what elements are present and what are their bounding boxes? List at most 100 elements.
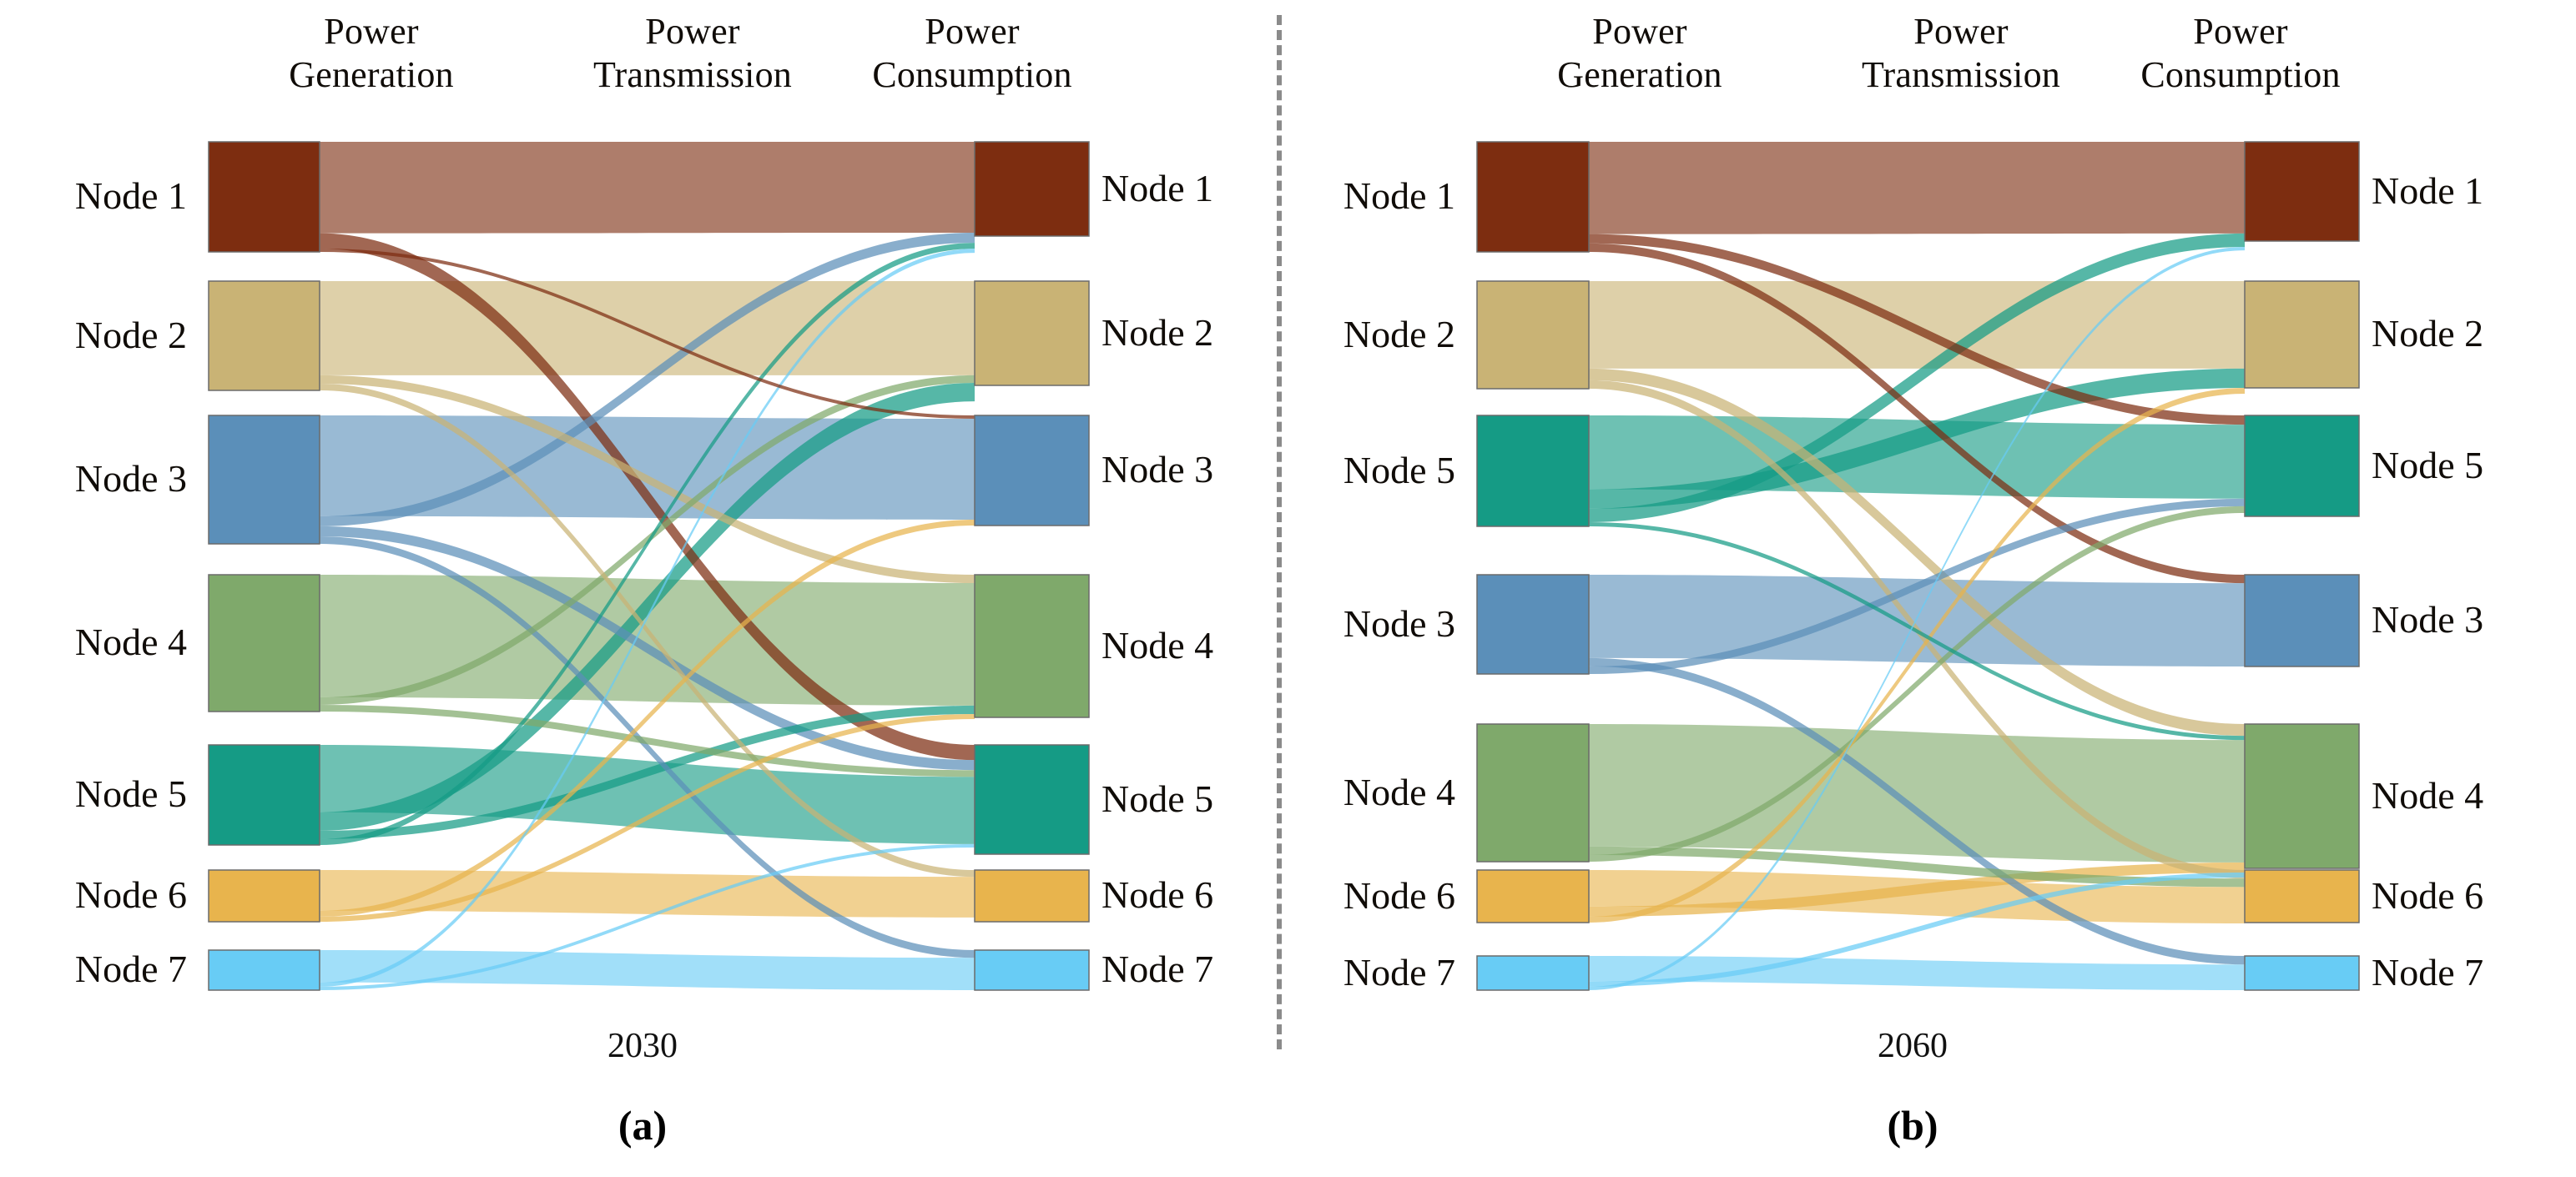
right-node-label-node1: Node 1 [1101,166,1214,209]
sankey-svg-a [208,141,1090,991]
sankey-svg-b [1476,141,2360,991]
sankey-link-node5-to-node4 [1589,521,2245,741]
target-node-rect-node6[interactable] [974,869,1090,923]
source-node-rect-node5[interactable] [208,744,320,846]
target-node-rect-node5[interactable] [2244,415,2360,517]
column-header-line2: Generation [1557,54,1722,95]
right-node-label-node7: Node 7 [1101,948,1214,990]
left-node-label-node5: Node 5 [74,772,187,815]
column-header-line2: Transmission [593,54,792,95]
source-node-rect-node7[interactable] [1476,955,1590,991]
sankey-link-node1-to-node5 [1589,234,2245,425]
source-node-rect-node5[interactable] [1476,415,1590,527]
source-node-rect-node3[interactable] [1476,574,1590,675]
column-header-line1: Power [645,11,740,52]
sankey-link-node3-to-node1 [320,232,975,526]
left-node-label-node4: Node 4 [74,621,187,663]
sankey-link-node6-to-node6 [1589,870,2245,924]
panel-caption-b: (b) [1887,1102,1938,1149]
sankey-link-node3-to-node5 [1589,498,2245,674]
source-node-rect-node1[interactable] [1476,141,1590,253]
left-node-label-node2: Node 2 [1343,312,1455,355]
sankey-link-node5-to-node2 [320,382,975,831]
sankey-link-node1-to-node1 [1589,142,2245,234]
source-node-rect-node3[interactable] [208,415,320,545]
sankey-link-node7-to-node7 [320,950,975,990]
right-node-label-node5: Node 5 [2372,443,2484,486]
left-node-label-node2: Node 2 [74,313,187,356]
sankey-link-node4-to-node2 [320,375,975,705]
panel-year-a: 2030 [607,1027,678,1065]
sankey-link-node3-to-node7 [1589,657,2245,965]
panel-year-b: 2060 [1878,1027,1948,1065]
sankey-link-node4-to-node4 [320,575,975,706]
sankey-link-node5-to-node4 [320,705,975,839]
source-node-rect-node6[interactable] [208,869,320,923]
sankey-link-node2-to-node4 [1589,368,2245,737]
target-node-rect-node3[interactable] [2244,574,2360,667]
right-node-label-node6: Node 6 [2372,873,2484,917]
target-node-rect-node2[interactable] [2244,280,2360,389]
target-node-rect-node7[interactable] [2244,955,2360,991]
source-node-rect-node7[interactable] [208,949,320,991]
sankey-link-node6-to-node6 [320,870,975,918]
column-header-line2: Generation [289,54,454,95]
target-node-rect-node7[interactable] [974,949,1090,991]
target-node-rect-node2[interactable] [974,280,1090,386]
source-node-rect-node2[interactable] [1476,280,1590,390]
target-node-rect-node4[interactable] [2244,723,2360,869]
sankey-link-node4-to-node6 [1589,846,2245,888]
column-header-line2: Consumption [872,54,1072,95]
sankey-link-node1-to-node3 [320,248,975,420]
left-node-label-node6: Node 6 [74,873,187,916]
target-node-rect-node1[interactable] [2244,141,2360,242]
source-node-rect-node1[interactable] [208,141,320,253]
right-node-label-node2: Node 2 [1101,310,1214,354]
target-node-rect-node1[interactable] [974,141,1090,237]
sankey-link-node7-to-node1 [320,249,975,987]
left-node-label-node1: Node 1 [74,174,187,217]
sankey-link-node1-to-node5 [320,233,975,761]
sankey-link-node5-to-node1 [320,243,975,846]
left-node-label-node7: Node 7 [1343,950,1455,993]
target-node-rect-node5[interactable] [974,744,1090,855]
right-node-label-node3: Node 3 [1101,448,1214,490]
sankey-link-node7-to-node5 [320,843,975,990]
right-node-label-node3: Node 3 [2372,598,2484,641]
sankey-link-node2-to-node2 [320,281,975,375]
panel-caption-a: (a) [618,1102,668,1149]
sankey-link-node7-to-node4 [1589,873,2245,987]
source-node-rect-node4[interactable] [208,574,320,712]
right-node-label-node2: Node 2 [2372,312,2484,355]
left-node-label-node5: Node 5 [1343,448,1455,491]
sankey-link-node1-to-node3 [1589,243,2245,584]
left-node-label-node1: Node 1 [1343,174,1455,217]
column-header-line1: Power [1913,11,2009,52]
column-header-line2: Consumption [2140,54,2341,95]
left-node-label-node4: Node 4 [1343,770,1455,813]
target-node-rect-node4[interactable] [974,574,1090,718]
target-node-rect-node3[interactable] [974,415,1090,526]
source-node-rect-node2[interactable] [208,280,320,391]
column-header-line1: Power [1592,11,1687,52]
column-header-line1: Power [925,11,1020,52]
right-node-label-node4: Node 4 [2372,773,2484,817]
right-node-label-node6: Node 6 [1101,873,1214,916]
sankey-link-node6-to-node3 [320,519,975,917]
sankey-link-node4-to-node5 [1589,506,2245,862]
sankey-link-node4-to-node4 [1589,724,2245,863]
sankey-link-node7-to-node1 [1589,247,2245,990]
right-node-label-node4: Node 4 [1101,623,1214,666]
sankey-link-node4-to-node5 [320,704,975,777]
source-node-rect-node6[interactable] [1476,869,1590,923]
sankey-link-node7-to-node7 [1589,956,2245,990]
target-node-rect-node6[interactable] [2244,869,2360,923]
source-node-rect-node4[interactable] [1476,723,1590,863]
left-node-label-node7: Node 7 [74,948,187,990]
